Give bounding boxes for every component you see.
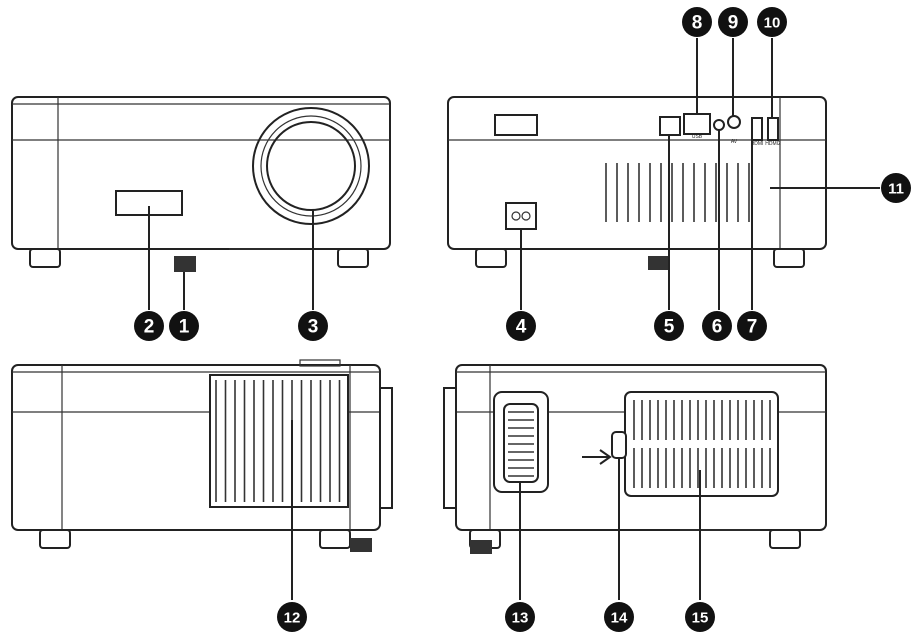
- front-foot-right: [337, 248, 369, 268]
- back-adjust-foot: [648, 256, 668, 270]
- lens-glass: [266, 121, 356, 211]
- callout-2-label: 2: [144, 317, 155, 338]
- side-view-right: [443, 364, 827, 554]
- callout-8-label: 8: [692, 13, 703, 34]
- callout-3: 3: [298, 311, 328, 341]
- callout-4-label: 4: [516, 317, 527, 338]
- lens-focus-ring: [260, 115, 362, 217]
- callout-11-label: 11: [888, 181, 904, 198]
- power-socket: [505, 202, 537, 230]
- callout-11: 11: [881, 173, 911, 203]
- hdmi1-label: HDMI: [751, 141, 764, 147]
- callout-12: 12: [277, 602, 307, 632]
- focus-wheel: [503, 403, 539, 483]
- side-right-foot-2: [769, 529, 801, 549]
- port-5-socket: [659, 116, 681, 136]
- callout-1-badge: [169, 311, 199, 341]
- side-view-left: [11, 359, 393, 552]
- back-foot-left: [475, 248, 507, 268]
- back-vent: [605, 163, 750, 222]
- callout-4: 4: [506, 311, 536, 341]
- callout-6: 6: [702, 311, 732, 341]
- keystone-knob: [611, 431, 627, 459]
- callout-14-label: 14: [611, 610, 628, 627]
- callout-7-badge: [737, 311, 767, 341]
- callout-5: 5: [654, 311, 684, 341]
- callout-7: 7: [737, 311, 767, 341]
- av-label: AV: [731, 139, 738, 145]
- callout-9-label: 9: [728, 13, 739, 34]
- callout-8: 8: [682, 7, 712, 37]
- side-left-adjust-foot: [350, 538, 372, 552]
- callout-4-badge: [506, 311, 536, 341]
- keystone-arrow-head: [599, 449, 612, 465]
- side-right-adjust-foot: [470, 540, 492, 554]
- callout-1: 1: [169, 311, 199, 341]
- side-left-lens-cap: [379, 387, 393, 509]
- power-pin-right: [521, 211, 531, 221]
- callout-15-label: 15: [692, 610, 709, 627]
- back-foot-right: [773, 248, 805, 268]
- callout-12-badge: [277, 602, 307, 632]
- front-view: [11, 96, 391, 272]
- callout-10-label: 10: [764, 15, 781, 32]
- callout-10: 10: [757, 7, 787, 37]
- speaker-grille: [633, 400, 771, 488]
- side-left-top-button: [299, 359, 341, 367]
- callout-2-badge: [134, 311, 164, 341]
- speaker-grille-frame: [624, 391, 779, 497]
- side-left-foot-1: [39, 529, 71, 549]
- back-label-plate: [494, 114, 538, 136]
- front-foot-left: [29, 248, 61, 268]
- callout-7-label: 7: [747, 317, 758, 338]
- callout-10-badge: [757, 7, 787, 37]
- usb-label: USB: [692, 134, 703, 140]
- side-vent: [215, 380, 341, 502]
- callout-5-label: 5: [664, 317, 675, 338]
- callout-13: 13: [505, 602, 535, 632]
- callout-13-label: 13: [512, 610, 529, 627]
- callout-15: 15: [685, 602, 715, 632]
- callout-8-badge: [682, 7, 712, 37]
- back-view: USB AV HDMI HDMI2: [447, 96, 827, 270]
- leader-lines: [148, 38, 880, 600]
- lens-outer-ring: [252, 107, 370, 225]
- side-left-foot-2: [319, 529, 351, 549]
- hdmi2-label: HDMI2: [765, 141, 781, 147]
- callout-2: 2: [134, 311, 164, 341]
- callout-12-label: 12: [284, 610, 301, 627]
- callout-14: 14: [604, 602, 634, 632]
- callout-9-badge: [718, 7, 748, 37]
- hdmi-port-1: [751, 117, 763, 141]
- callout-3-badge: [298, 311, 328, 341]
- callout-15-badge: [685, 602, 715, 632]
- power-pin-left: [511, 211, 521, 221]
- callout-1-label: 1: [179, 317, 190, 338]
- back-body: [447, 96, 827, 250]
- callout-5-badge: [654, 311, 684, 341]
- callout-13-badge: [505, 602, 535, 632]
- hdmi-port-2: [767, 117, 779, 141]
- callout-6-label: 6: [712, 317, 723, 338]
- adjust-foot: [174, 256, 196, 272]
- focus-wheel-ridges: [508, 411, 534, 477]
- ir-receiver-window: [115, 190, 183, 216]
- callout-3-label: 3: [308, 317, 319, 338]
- usb-port: [683, 113, 711, 135]
- callout-11-badge: [881, 173, 911, 203]
- side-right-lens-cap: [443, 387, 457, 509]
- side-vent-frame: [209, 374, 349, 508]
- callout-6-badge: [702, 311, 732, 341]
- callout-9: 9: [718, 7, 748, 37]
- front-body: [11, 96, 391, 250]
- callout-14-badge: [604, 602, 634, 632]
